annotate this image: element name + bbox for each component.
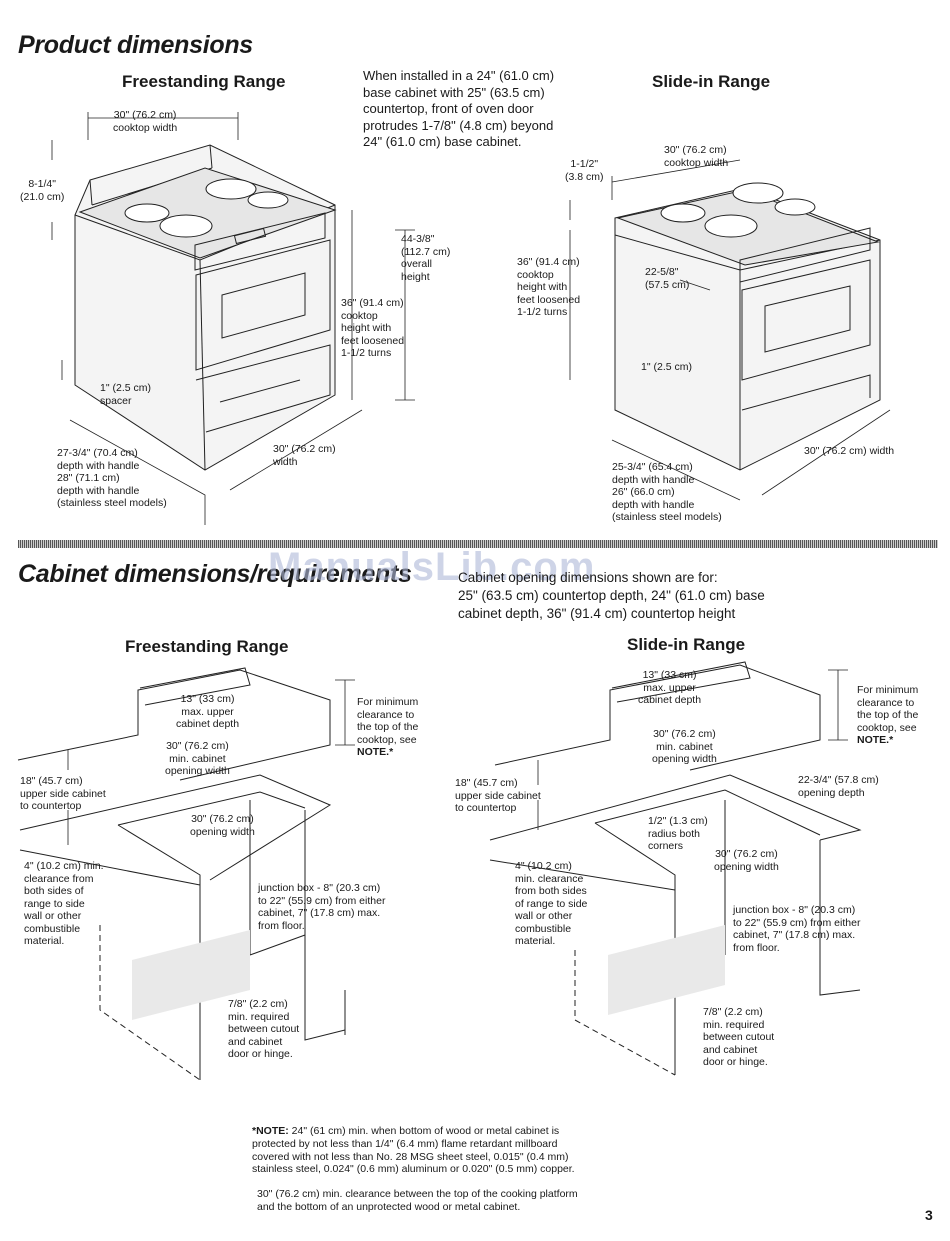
cab-si-cutout: 7/8" (2.2 cm) min. required between cuto… xyxy=(703,1006,775,1068)
cab-fs-note-ref: NOTE.* xyxy=(357,746,394,758)
slidein-range-heading: Slide-in Range xyxy=(652,72,771,91)
cab-fs-upper-side: 18" (45.7 cm) upper side cabinet to coun… xyxy=(20,775,106,812)
cab-si-opening-depth: 22-3/4" (57.8 cm) opening depth xyxy=(798,774,879,799)
freestanding-range-heading: Freestanding Range xyxy=(122,72,286,91)
fs-width-label: 30" (76.2 cm) width xyxy=(273,443,336,468)
section-divider xyxy=(18,540,938,548)
si-spacer-label: 1" (2.5 cm) xyxy=(641,361,692,373)
slidein-dimension-lines xyxy=(570,160,890,500)
si-lip-label: 1-1/2" (3.8 cm) xyxy=(565,158,604,183)
cab-slidein-heading: Slide-in Range xyxy=(627,635,746,654)
page-number: 3 xyxy=(925,1207,933,1223)
cabinet-slidein-drawing xyxy=(490,662,860,1075)
cab-si-upper-depth: 13" (33 cm) max. upper cabinet depth xyxy=(638,669,702,706)
cab-si-note-ref: NOTE.* xyxy=(857,734,894,746)
cab-fs-upper-depth: 13" (33 cm) max. upper cabinet depth xyxy=(176,693,240,730)
fs-backguard-label: 8-1/4" (21.0 cm) xyxy=(20,178,65,203)
fs-cooktop-height-label: 36" (91.4 cm) cooktop height with feet l… xyxy=(341,297,405,359)
cabinet-dimensions-title: Cabinet dimensions/requirements xyxy=(18,560,412,588)
si-cooktop-height-label: 36" (91.4 cm) cooktop height with feet l… xyxy=(517,256,581,318)
cabinet-dimension-lines xyxy=(68,670,848,845)
cab-fs-min-clearance: For minimum clearance to the top of the … xyxy=(357,696,419,746)
si-cooktop-width-label: 30" (76.2 cm) cooktop width xyxy=(664,144,729,169)
fs-cooktop-width-label: 30" (76.2 cm) cooktop width xyxy=(113,109,178,134)
cab-fs-junction-box: junction box - 8" (20.3 cm) to 22" (55.9… xyxy=(258,882,386,932)
cab-fs-side-clearance: 4" (10.2 cm) min. clearance from both si… xyxy=(24,860,104,947)
si-width-label: 30" (76.2 cm) width xyxy=(804,445,895,457)
cab-si-min-clearance: For minimum clearance to the top of the … xyxy=(857,684,919,734)
freestanding-dimension-lines xyxy=(52,112,415,525)
cab-si-upper-side: 18" (45.7 cm) upper side cabinet to coun… xyxy=(455,777,541,814)
fs-overall-height-label: 44-3/8" (112.7 cm) overall height xyxy=(401,233,451,283)
cab-freestanding-heading: Freestanding Range xyxy=(125,637,289,656)
footnote-label: *NOTE: xyxy=(252,1125,289,1137)
cab-fs-cabinet-opening: 30" (76.2 cm) min. cabinet opening width xyxy=(165,740,230,777)
cabinet-freestanding-drawing xyxy=(18,668,345,1080)
footnote: *NOTE: 24" (61 cm) min. when bottom of w… xyxy=(252,1125,575,1176)
cab-fs-cutout: 7/8" (2.2 cm) min. required between cuto… xyxy=(228,998,300,1060)
si-depth-handle-label: 25-3/4" (65.4 cm) depth with handle 26" … xyxy=(612,461,722,523)
cab-si-side-clearance: 4" (10.2 cm) min. clearance from both si… xyxy=(515,860,588,947)
footnote-2: 30" (76.2 cm) min. clearance between the… xyxy=(257,1188,578,1213)
fs-spacer-label: 1" (2.5 cm) spacer xyxy=(100,382,151,407)
footnote-body: 24" (61 cm) min. when bottom of wood or … xyxy=(252,1125,575,1176)
slidein-range-drawing xyxy=(615,183,880,470)
cab-si-opening-width: 30" (76.2 cm) opening width xyxy=(714,848,779,873)
freestanding-range-drawing xyxy=(75,145,335,470)
cab-si-cabinet-opening: 30" (76.2 cm) min. cabinet opening width xyxy=(652,728,717,765)
product-dimensions-title: Product dimensions xyxy=(18,31,253,59)
install-note: When installed in a 24" (61.0 cm) base c… xyxy=(363,68,555,149)
cab-si-junction-box: junction box - 8" (20.3 cm) to 22" (55.9… xyxy=(733,904,861,954)
si-depth-side-label: 22-5/8" (57.5 cm) xyxy=(645,266,690,291)
cab-fs-opening-width: 30" (76.2 cm) opening width xyxy=(190,813,255,838)
cab-si-radius: 1/2" (1.3 cm) radius both corners xyxy=(648,815,708,852)
watermark: ManualsLib.com xyxy=(268,545,596,589)
cabinet-intro: Cabinet opening dimensions shown are for… xyxy=(458,570,765,621)
fs-depth-handle-label: 27-3/4" (70.4 cm) depth with handle 28" … xyxy=(57,447,167,509)
